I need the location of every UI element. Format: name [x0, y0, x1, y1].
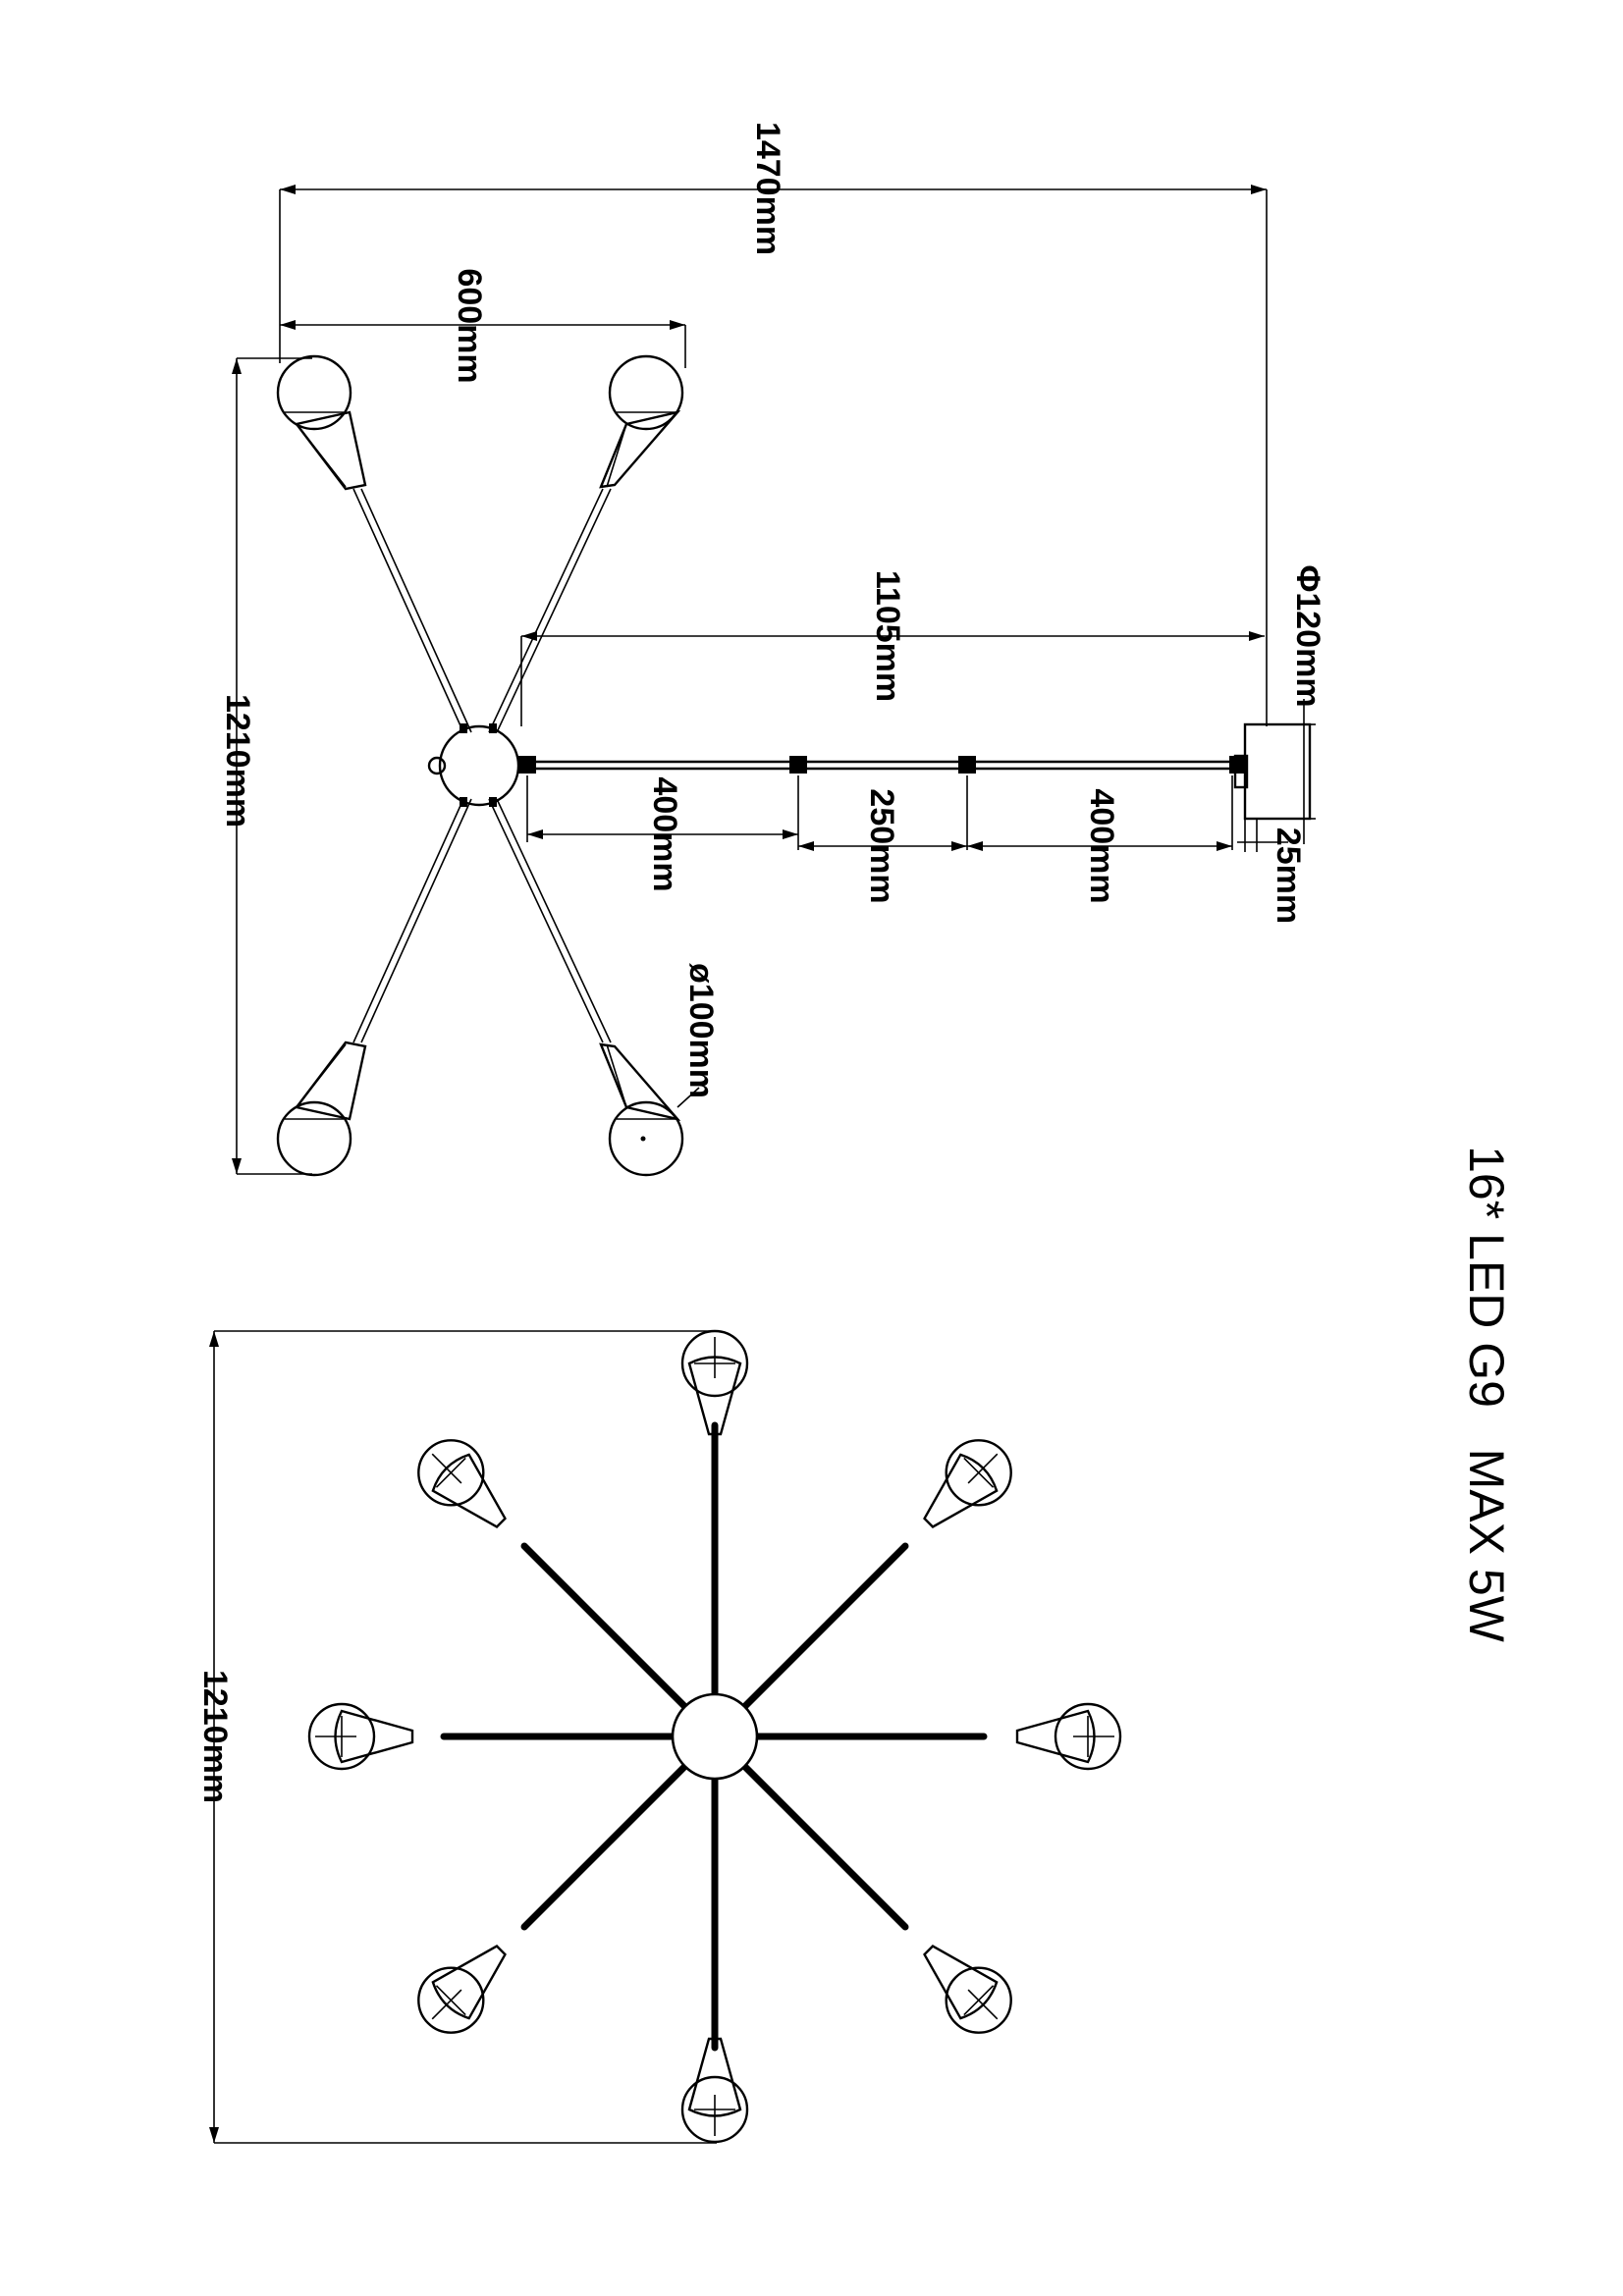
top-lamp-north: [680, 1329, 749, 1436]
label-400-a: 400mm: [646, 776, 683, 891]
globe-icon: [680, 2075, 749, 2144]
label-600: 600mm: [451, 268, 488, 383]
top-view: 1210mm: [196, 1329, 1122, 2144]
label-canopy-depth: 25mm: [1270, 828, 1307, 924]
globe-icon: [276, 354, 352, 431]
side-view: 1470mm 600mm 1210mm 1105mm 400mm 250mm 4…: [219, 122, 1326, 1177]
dimension-1105: [520, 631, 1265, 726]
rod-connector: [1229, 756, 1247, 774]
dimension-canopy-depth: [1237, 819, 1288, 852]
rod-connector: [518, 756, 536, 774]
dimension-1470: [279, 185, 1268, 726]
dimension-600: [280, 320, 686, 368]
top-lamp-southwest: [417, 1945, 507, 2034]
label-400-b: 400mm: [1083, 788, 1120, 903]
globe-icon: [945, 1966, 1012, 2034]
top-lamp-southeast: [923, 1945, 1012, 2034]
rod-connector: [958, 756, 976, 774]
globe-icon: [417, 1439, 485, 1507]
spec-label: 16* LED G9 MAX 5W: [1459, 1146, 1514, 1643]
globe-icon: [1054, 1702, 1122, 1771]
side-lamp-bottom-right: [599, 1042, 684, 1177]
globe-icon: [608, 1100, 684, 1177]
dimension-segments: [526, 775, 1233, 851]
label-1210-vertical: 1210mm: [219, 694, 256, 828]
side-lamp-top-right: [599, 354, 684, 489]
top-lamp-northwest: [417, 1439, 507, 1528]
globe-icon: [417, 1966, 485, 2034]
label-1210-top: 1210mm: [196, 1670, 234, 1803]
dimension-1210-vertical: [232, 357, 312, 1175]
globe-icon: [276, 1100, 352, 1177]
top-lamp-south: [680, 2037, 749, 2144]
top-lamp-west: [307, 1702, 414, 1771]
center-hub: [438, 724, 520, 807]
globe-leader: [676, 1087, 700, 1108]
label-canopy-diameter: Φ120mm: [1289, 564, 1326, 707]
globe-icon: [307, 1702, 376, 1771]
globe-icon: [608, 354, 684, 431]
globe-icon: [680, 1329, 749, 1398]
side-lamp-bottom-left: [276, 1041, 367, 1177]
top-lamp-east: [1015, 1702, 1122, 1771]
label-1470: 1470mm: [749, 122, 786, 255]
side-lamp-top-left: [276, 354, 367, 491]
top-center-hub: [671, 1692, 759, 1781]
globe-icon: [945, 1439, 1012, 1507]
label-250: 250mm: [863, 788, 900, 903]
dimension-canopy-diameter: [1303, 699, 1316, 844]
top-lamps: [307, 1329, 1122, 2144]
top-lamp-northeast: [923, 1439, 1012, 1528]
label-1105: 1105mm: [869, 570, 906, 702]
rod-connector: [789, 756, 807, 774]
dimension-1210-top: [209, 1330, 717, 2144]
label-globe-diameter: ø100mm: [682, 963, 720, 1098]
